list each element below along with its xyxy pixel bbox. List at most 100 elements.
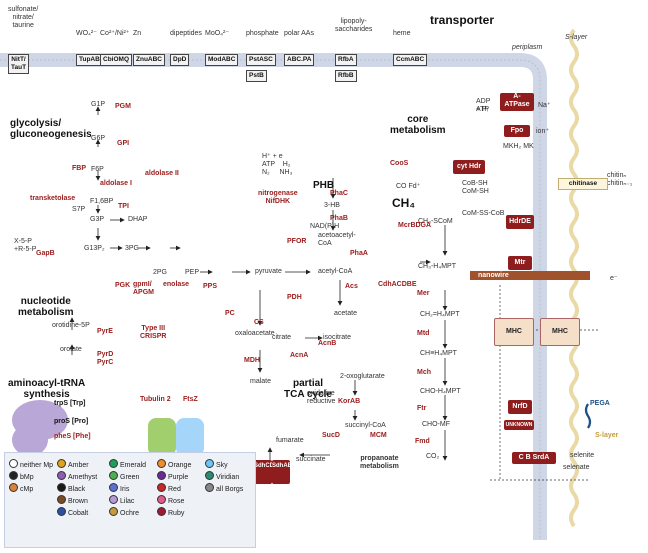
legend-swatch <box>57 495 66 504</box>
enzyme-gpi: GPI <box>117 140 130 147</box>
enzyme-mch: Mch <box>417 369 431 376</box>
transporter-substrate-label: lipopoly- saccharides <box>335 18 373 33</box>
transporter-box: NitT/ TauT <box>8 54 30 74</box>
enzyme-enolase: enolase <box>163 281 190 288</box>
complex-mtr: Mtr <box>508 256 532 270</box>
metabolite-ch3h4mpt: CH₃-H₄MPT <box>418 263 456 270</box>
legend-item: cMp <box>9 483 33 494</box>
transporter-substrate-label: WO₄²⁻ <box>76 30 97 37</box>
enzyme-nitrogenase: nitrogenase NifDHK <box>258 190 298 205</box>
legend-swatch <box>9 483 18 492</box>
metabolite-3hb: 3-HB <box>324 202 340 209</box>
legend-item: Amber <box>57 459 89 470</box>
tca-heading: partial TCA cycle <box>284 378 332 400</box>
enzyme-pdh: PDH <box>287 294 302 301</box>
legend-label: Purple <box>168 474 189 481</box>
metabolite-acetoacetylcoa: acetoacetyl- CoA <box>318 232 356 247</box>
complex-unknown: UNKNOWN <box>504 420 534 430</box>
pega-label: PEGA <box>590 400 610 407</box>
transporter-box-secondary: RfbB <box>335 70 357 82</box>
nanowire-label: nanowire <box>478 272 509 279</box>
phb-heading: PHB <box>313 180 335 191</box>
enzyme-sucd: SucD <box>322 432 340 439</box>
metabolite-oxaloacetate: oxaloacetate <box>235 330 275 337</box>
core-metabolism-heading: core metabolism <box>390 114 446 136</box>
propanoate-label: propanoate metabolism <box>360 455 399 470</box>
complex-nrfd: NrfD <box>508 400 532 414</box>
enzyme-phes: pheS [Phe] <box>54 433 91 440</box>
transporter-box-secondary: PstB <box>246 70 267 82</box>
complex-cyt-hdr: cyt Hdr <box>453 160 485 174</box>
periplasm-label: periplasm <box>512 44 543 51</box>
metabolite-3pg: 3PG <box>125 245 140 252</box>
enzyme-ftsz: FtsZ <box>183 396 198 403</box>
legend-item: Iris <box>109 483 129 494</box>
transporter-box: RfbA <box>335 54 357 66</box>
legend-swatch <box>157 471 166 480</box>
metabolite-dhap: DHAP <box>128 216 148 223</box>
enzyme-tubulin2: Tubulin 2 <box>140 396 171 403</box>
enzyme-trps: trpS [Trp] <box>54 400 86 407</box>
complex-sdhab: SdhAB <box>272 460 292 484</box>
enzyme-aldolase-i: aldolase I <box>100 180 132 187</box>
adp-label: ADP + Pᵢ <box>476 98 491 113</box>
transporter-box: PstASC <box>246 54 276 66</box>
s-layer-label: S-layer <box>595 432 619 439</box>
enzyme-mer: Mer <box>417 290 430 297</box>
legend-label: cMp <box>20 486 34 493</box>
complex-sdhcd: SdhCD <box>254 460 274 484</box>
metabolite-pyruvate: pyruvate <box>255 268 282 275</box>
legend-swatch <box>57 459 66 468</box>
selenite-label: selenite <box>570 452 595 459</box>
nucleotide-heading: nucleotide metabolism <box>18 296 74 318</box>
legend-item: bMp <box>9 471 34 482</box>
legend-item: Sky <box>205 459 228 470</box>
metabolite-pep: PEP <box>185 269 200 276</box>
metabolite-succinate: succinate <box>296 456 326 463</box>
transporter-box: CbiOMQ <box>100 54 132 66</box>
transporter-substrate-label: Zn <box>133 30 142 37</box>
legend-item: Viridian <box>205 471 239 482</box>
metabolite-x5p: X-5-P +R-5-P <box>14 238 37 253</box>
selenate-label: selenate <box>563 464 590 471</box>
enzyme-korab: KorAB <box>338 398 361 405</box>
legend-swatch <box>157 495 166 504</box>
transporter-box: ZnuABC <box>133 54 165 66</box>
legend-label: Sky <box>216 462 228 469</box>
legend-item: neither Mp <box>9 459 53 470</box>
metabolite-g13p2: G13P₂ <box>84 245 105 252</box>
legend-swatch <box>109 459 118 468</box>
enzyme-gpmi: gpmI/ APGM <box>133 281 154 296</box>
legend-item: Orange <box>157 459 191 470</box>
enzyme-phab: PhaB <box>330 215 348 222</box>
mkh2-label: MKH₂ MK <box>503 143 534 150</box>
metabolite-fumarate: fumarate <box>276 437 304 444</box>
legend-label: Iris <box>120 486 130 493</box>
cob-com-label: CoB-SH CoM-SH <box>462 180 489 195</box>
s-layer-top-label: S-layer <box>565 34 588 41</box>
enzyme-cs: CS <box>254 319 264 326</box>
legend-label: Rose <box>168 498 185 505</box>
legend-label: Amethyst <box>68 474 98 481</box>
complex-hdrde: HdrDE <box>506 215 534 229</box>
metabolite-co2: CO₂ <box>426 453 440 460</box>
legend-label: Brown <box>68 498 88 505</box>
metabolite-nitrogenase-inputs: H⁺ + e ATP H₂ N₂ NH₃ <box>262 153 293 176</box>
legend-label: Green <box>120 474 140 481</box>
metabolite-ch2h4mpt: CH₂=H₄MPT <box>420 311 460 318</box>
legend-item: Cobalt <box>57 507 88 518</box>
metabolite-f6p: F6P <box>91 166 104 173</box>
enzyme-phac: PhaC <box>330 190 348 197</box>
legend-swatch <box>109 471 118 480</box>
legend-swatch <box>205 471 214 480</box>
oxidative-label: oxidative <box>307 390 335 397</box>
enzyme-tpi: TPI <box>118 203 129 210</box>
legend-label: Ruby <box>168 510 185 517</box>
legend-item: Black <box>57 483 85 494</box>
enzyme-acnb: AcnB <box>318 340 337 347</box>
metabolite-isocitrate: isocitrate <box>323 334 352 341</box>
legend-swatch <box>57 471 66 480</box>
legend-swatch <box>9 471 18 480</box>
